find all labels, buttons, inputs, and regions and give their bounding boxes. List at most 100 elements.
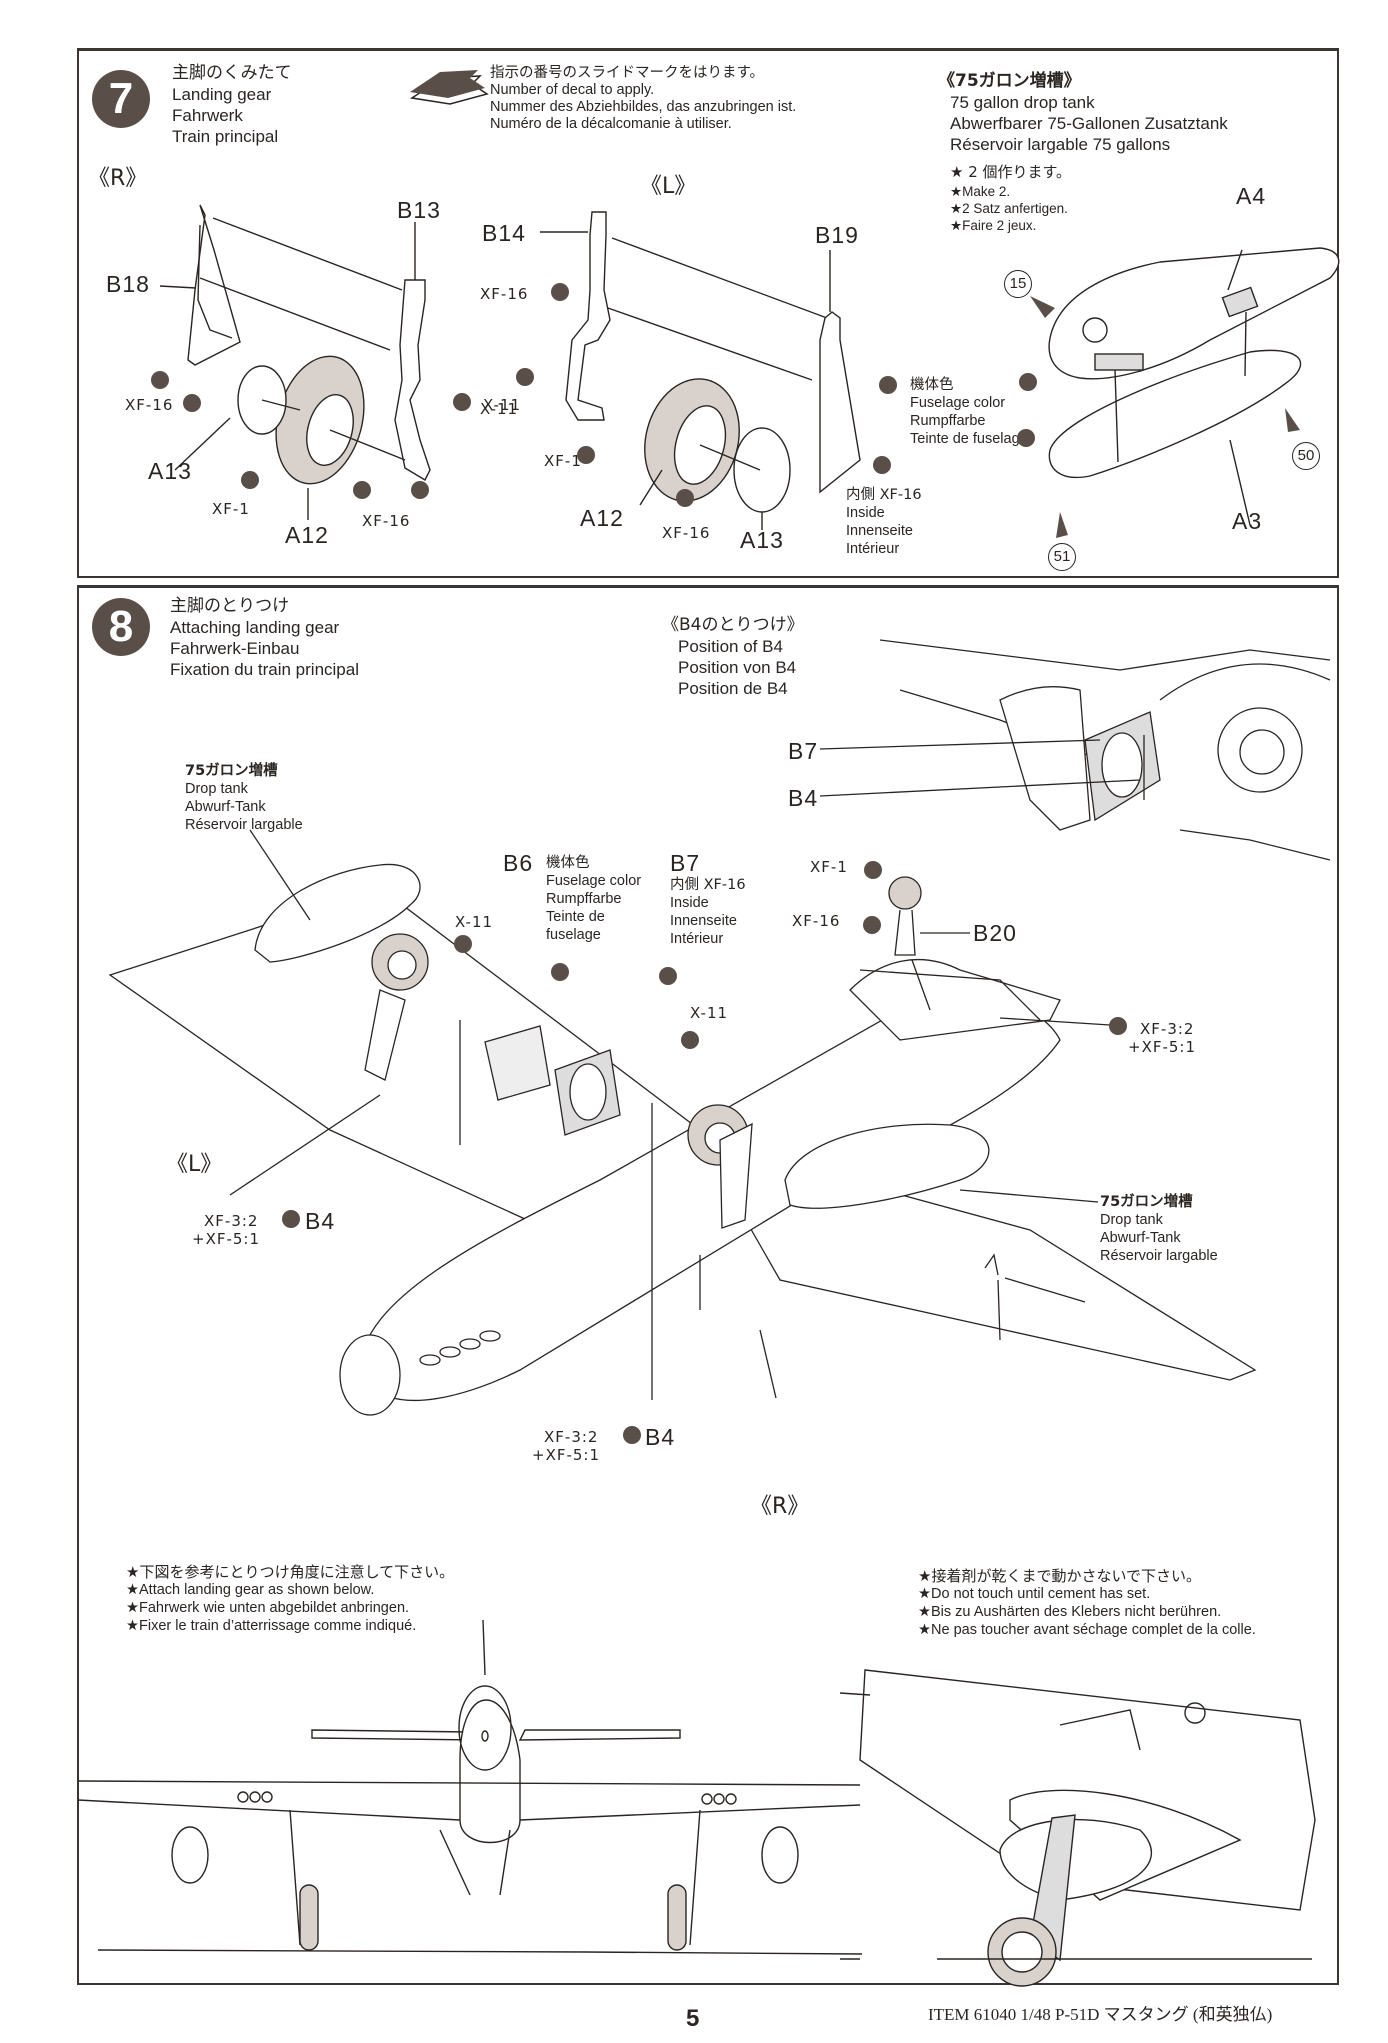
step7-number-badge: 7 [92,70,150,128]
paint-label-x11-right: X-11 [690,1004,729,1022]
paint-label-xf16-strut-l: XF-16 [480,285,529,303]
step8-title: 主脚のとりつけ Attaching landing gear Fahrwerk-… [170,595,359,680]
decal-legend-ja: 指示の番号のスライドマークをはります。 [490,65,765,81]
door-inner-fr: Intérieur [846,541,900,557]
part-label-b18: B18 [106,271,150,297]
b4-position-fr: Position de B4 [678,679,788,698]
door-inner-ja: 内側 XF-16 [846,487,922,503]
side-label-left: 《L》 [640,174,697,199]
cement-en: ★Do not touch until cement has set. [918,1586,1151,1602]
step7-title: 主脚のくみたて Landing gear Fahrwerk Train prin… [172,62,292,147]
drop-tank-right-ja: 75ガロン増槽 [1100,1194,1193,1210]
decal-legend-fr: Numéro de la décalcomanie à utiliser. [490,116,732,132]
left-b4-paint-line1: XF-3:2 [204,1212,259,1230]
drop-tank-right-note: 75ガロン増槽 Drop tank Abwurf-Tank Réservoir … [1100,1193,1218,1265]
drop-tank-right-de: Abwurf-Tank [1100,1230,1181,1246]
b6-en: Fuselage color [546,873,642,889]
door-outer-en: Fuselage color [910,395,1006,411]
b7-ja: 内側 XF-16 [670,877,746,893]
part-label-b28: B28 [1090,1292,1134,1318]
paint-label-xf16-hub-l: XF-16 [662,524,711,542]
door-outer-de: Rumpffarbe [910,413,986,429]
part-label-b14: B14 [482,220,526,246]
decal-number-50: 50 [1292,442,1320,470]
side-label-right: 《R》 [88,166,148,191]
right-b4-paint-line1: XF-3:2 [544,1428,599,1446]
step8-number-badge: 8 [92,598,150,656]
drop-tank-note-de: ★2 Satz anfertigen. [950,201,1068,216]
step7-title-ja: 主脚のくみたて [172,63,292,83]
part-label-b20: B20 [973,920,1017,946]
b6-ja: 機体色 [546,855,590,871]
detail-part-b7: B7 [788,738,819,764]
b4-position-en: Position of B4 [678,637,783,656]
b7-en: Inside [670,895,709,911]
tail-paint-line1: XF-3:2 [1140,1020,1195,1038]
side-label-left-step8: 《L》 [166,1152,223,1177]
paint-label-xf16-door-r: XF-16 [125,396,174,414]
page-number: 5 [686,2005,700,2032]
paint-label-xf1-l: XF-1 [544,452,582,470]
side-label-right-step8: 《R》 [750,1494,810,1519]
drop-tank-right-en: Drop tank [1100,1212,1163,1228]
part-label-b6: B6 [503,850,534,876]
part-label-a12-left: A12 [580,505,624,531]
drop-tank-left-note: 75ガロン増槽 Drop tank Abwurf-Tank Réservoir … [185,762,303,834]
cement-ja: ★接着剤が乾くまで動かさないで下さい。 [918,1567,1201,1585]
drop-tank-left-en: Drop tank [185,781,248,797]
b7-fr: Intérieur [670,931,724,947]
door-outer-color-note: 機体色 Fuselage color Rumpffarbe Teinte de … [910,376,1028,448]
door-outer-fr: Teinte de fuselage [910,431,1028,447]
drop-tank-right-fr: Réservoir largable [1100,1248,1218,1264]
paint-label-xf16-axle-r: XF-16 [362,512,411,530]
drop-tank-header: 《75ガロン増槽》 75 gallon drop tank Abwerfbare… [938,70,1228,234]
left-b4-paint-line2: +XF-5:1 [192,1230,261,1248]
part-label-a13-left: A13 [740,527,784,553]
decal-legend: 指示の番号のスライドマークをはります。 Number of decal to a… [490,64,796,133]
tailwheel-paint-strut: XF-16 [792,912,841,930]
paint-label-x11-left: X-11 [455,913,494,931]
drop-tank-note-fr: ★Faire 2 jeux. [950,218,1037,233]
decal-legend-de: Nummer des Abziehbildes, das anzubringen… [490,99,797,115]
b4-position-note: 《B4のとりつけ》 Position of B4 Position von B4… [662,614,804,699]
b7-de: Innenseite [670,913,737,929]
b7-color-note: 内側 XF-16 Inside Innenseite Intérieur [670,876,746,948]
attach-angle-de: ★Fahrwerk wie unten abgebildet anbringen… [126,1600,410,1616]
paint-label-x11-r: X-11 [483,396,522,414]
door-inner-color-note: 内側 XF-16 Inside Innenseite Intérieur [846,486,922,558]
part-label-b7: B7 [670,850,701,876]
tail-paint-mix: XF-3:2 +XF-5:1 [1128,1020,1196,1056]
step7-title-en: Landing gear [172,85,272,104]
door-outer-ja: 機体色 [910,377,954,393]
part-label-b13: B13 [397,197,441,223]
drop-tank-note-en: ★Make 2. [950,184,1011,199]
step7-title-fr: Train principal [172,127,279,146]
decal-number-51: 51 [1048,543,1076,571]
step7-title-de: Fahrwerk [172,106,243,125]
drop-tank-title-en: 75 gallon drop tank [950,93,1095,112]
attach-angle-fr: ★Fixer le train d’atterrissage comme ind… [126,1618,417,1634]
left-b4-paint: XF-3:2 +XF-5:1 [192,1212,260,1248]
tail-paint-line2: +XF-5:1 [1128,1038,1197,1056]
b6-fr1: Teinte de [546,909,605,925]
step8-title-ja: 主脚のとりつけ [170,596,290,616]
drop-tank-title-fr: Réservoir largable 75 gallons [950,135,1171,154]
attach-angle-ja: ★下図を参考にとりつけ角度に注意して下さい。 [126,1563,455,1581]
right-b4-paint-line2: +XF-5:1 [532,1446,601,1464]
drop-tank-title-de: Abwerfbarer 75-Gallonen Zusatztank [950,114,1228,133]
item-info: ITEM 61040 1/48 P-51D マスタング (和英独仏) [928,2005,1273,2024]
detail-part-b4: B4 [788,785,819,811]
paint-label-xf1-r: XF-1 [212,500,250,518]
b6-fr2: fuselage [546,927,601,943]
part-label-a3: A3 [1232,508,1263,534]
cement-note: ★接着剤が乾くまで動かさないで下さい。 ★Do not touch until … [918,1567,1256,1639]
part-label-b19: B19 [815,222,859,248]
step8-title-fr: Fixation du train principal [170,660,359,679]
door-inner-en: Inside [846,505,885,521]
b6-de: Rumpffarbe [546,891,622,907]
step8-title-en: Attaching landing gear [170,618,340,637]
drop-tank-left-fr: Réservoir largable [185,817,303,833]
tailwheel-paint-tire: XF-1 [810,858,848,876]
cement-de: ★Bis zu Aushärten des Klebers nicht berü… [918,1604,1222,1620]
drop-tank-title-ja: 《75ガロン増槽》 [938,71,1081,91]
